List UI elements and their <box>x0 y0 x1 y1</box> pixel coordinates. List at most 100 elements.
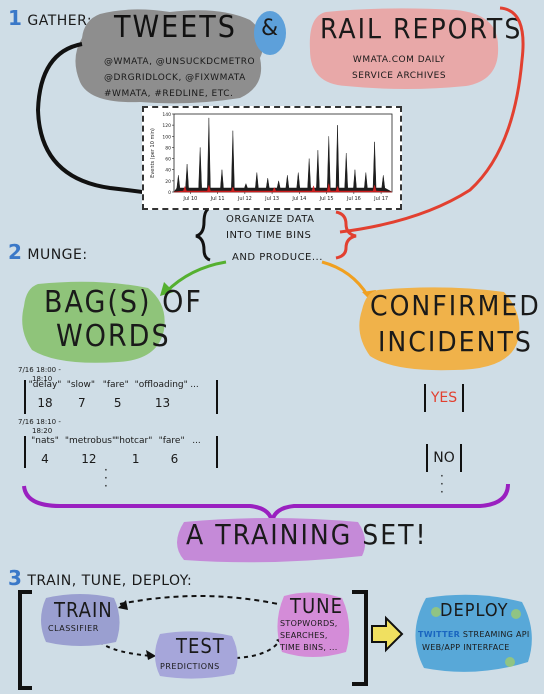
deploy-arrow <box>371 615 404 653</box>
step2-label: MUNGE: <box>27 247 88 263</box>
matrix2-h3: "fare" <box>158 436 185 446</box>
x-tick-label: Jul 17 <box>373 196 388 202</box>
organize-text: ORGANIZE DATA INTO TIME BINS <box>226 212 314 244</box>
matrix1-time-2: 18:10 <box>32 375 53 383</box>
tweets-blob <box>75 9 264 104</box>
tune-blob <box>277 592 350 657</box>
y-tick-label: 140 <box>162 112 171 118</box>
confirmed-blob <box>359 287 520 371</box>
confirmed-line-1: CONFIRMED <box>370 289 541 322</box>
test-title: TEST <box>176 634 225 658</box>
confirmed-line-2: INCIDENTS <box>378 325 533 358</box>
matrix2-h4: ... <box>192 436 201 446</box>
tweets-line-3: #WMATA, #REDLINE, ETC. <box>104 89 234 99</box>
tune-title: TUNE <box>290 594 343 618</box>
amp-blob <box>254 11 286 55</box>
step1-label: GATHER: <box>27 13 93 29</box>
y-axis-label: Events (per 10 min) <box>150 128 156 178</box>
label-yes: YES <box>424 384 464 412</box>
organize-line-2: INTO TIME BINS <box>226 230 312 241</box>
matrix1-h2: "fare" <box>102 380 129 390</box>
matrix1-v3: 13 <box>154 396 171 410</box>
matrix1-headers: "delay" "slow" "fare" "offloading" ... <box>28 380 202 390</box>
matrix1-values: 18 7 5 13 <box>28 396 187 410</box>
x-tick-label: Jul 16 <box>346 196 361 202</box>
matrix1-v0: 18 <box>37 396 53 410</box>
rail-sub: WMATA.COM DAILY SERVICE ARCHIVES <box>352 52 446 84</box>
deploy-line-2: WEB/APP INTERFACE <box>422 643 510 652</box>
bag-title: BAG(S) OF WORDS <box>44 286 203 354</box>
deploy-twitter: TWITTER <box>418 630 461 639</box>
matrix2: "nats" "metrobus" "hotcar" "fare" ... 4 … <box>24 436 218 468</box>
matrix2-values: 4 12 1 6 <box>28 452 189 466</box>
matrix2-v1: 12 <box>81 452 97 466</box>
rail-blob <box>309 8 499 89</box>
matrix2-v0: 4 <box>41 452 49 466</box>
training-blob <box>177 518 366 563</box>
x-tick-label: Jul 15 <box>319 196 334 202</box>
tune-line-3: TIME BINS, ... <box>280 643 338 652</box>
deploy-line-1-rest: STREAMING API <box>460 630 530 639</box>
ampersand: & <box>261 16 279 41</box>
tweets-handles: @WMATA, @UNSUCKDCMETRO @DRGRIDLOCK, @FIX… <box>104 54 255 102</box>
deploy-line-1: TWITTER STREAMING API <box>418 628 530 641</box>
test-blob <box>155 631 238 679</box>
bag-line-1: BAG(S) OF <box>44 285 203 320</box>
step3-heading: 3 TRAIN, TUNE, DEPLOY: <box>8 566 192 590</box>
rail-line-2: SERVICE ARCHIVES <box>352 71 447 81</box>
matrix2-v3: 6 <box>170 452 179 466</box>
matrix1: "delay" "slow" "fare" "offloading" ... 1… <box>24 380 218 414</box>
step1-heading: 1 GATHER: <box>8 6 92 30</box>
matrix-ellipsis: ··· <box>104 463 108 493</box>
tune-line-1: STOPWORDS, <box>280 619 338 628</box>
x-tick-label: Jul 11 <box>210 196 225 202</box>
y-tick-label: 20 <box>165 179 171 185</box>
matrix2-h2: "hotcar" <box>115 436 153 446</box>
matrix2-h0: "nats" <box>31 436 59 446</box>
green-arrowhead <box>160 282 174 296</box>
tune-line-2: SEARCHES, <box>280 631 328 640</box>
step2-number: 2 <box>8 240 23 264</box>
tweets-line-1: @WMATA, @UNSUCKDCMETRO <box>104 57 256 67</box>
step2-heading: 2 MUNGE: <box>8 240 88 264</box>
x-tick-label: Jul 13 <box>264 196 279 202</box>
y-tick-label: 0 <box>168 190 171 196</box>
train-title: TRAIN <box>54 598 113 622</box>
bag-line-2: WORDS <box>56 319 171 354</box>
produce-text: AND PRODUCE... <box>232 252 323 263</box>
deploy-blob <box>415 594 532 672</box>
y-tick-label: 80 <box>165 145 171 151</box>
matrix2-time-2: 18:20 <box>32 427 53 435</box>
y-tick-label: 120 <box>162 123 171 129</box>
y-tick-label: 100 <box>162 134 171 140</box>
matrix1-h4: ... <box>190 380 199 390</box>
rail-title: RAIL REPORTS <box>320 12 523 45</box>
step3-label: TRAIN, TUNE, DEPLOY: <box>27 573 193 589</box>
x-tick-label: Jul 14 <box>291 196 306 202</box>
series-0-area <box>173 117 393 193</box>
matrix1-v2: 5 <box>113 396 122 410</box>
matrix1-h3: "offloading" <box>134 380 188 390</box>
matrix1-time: 7/16 18:00 - 18:10 <box>18 366 61 384</box>
deploy-lines: TWITTER STREAMING API WEB/APP INTERFACE <box>418 628 530 654</box>
rail-line-1: WMATA.COM DAILY <box>352 55 446 65</box>
matrix2-time: 7/16 18:10 - 18:20 <box>18 418 61 436</box>
confirmed-title: CONFIRMED INCIDENTS <box>370 288 541 360</box>
tweets-title: TWEETS <box>114 10 237 45</box>
training-title: A TRAINING SET! <box>186 518 428 551</box>
step3-number: 3 <box>8 566 23 590</box>
matrix2-time-1: 7/16 18:10 - <box>18 418 61 426</box>
label-no: NO <box>426 444 462 472</box>
bag-blob <box>22 281 165 363</box>
step1-number: 1 <box>8 6 23 30</box>
x-tick-label: Jul 12 <box>237 196 252 202</box>
matrix2-v2: 1 <box>131 452 140 466</box>
matrix1-time-1: 7/16 18:00 - <box>18 366 61 374</box>
train-sub: CLASSIFIER <box>48 624 99 633</box>
matrix2-headers: "nats" "metrobus" "hotcar" "fare" ... <box>28 436 204 446</box>
y-tick-label: 60 <box>165 157 171 163</box>
series-1-area <box>173 183 393 193</box>
test-sub: PREDICTIONS <box>160 662 220 671</box>
